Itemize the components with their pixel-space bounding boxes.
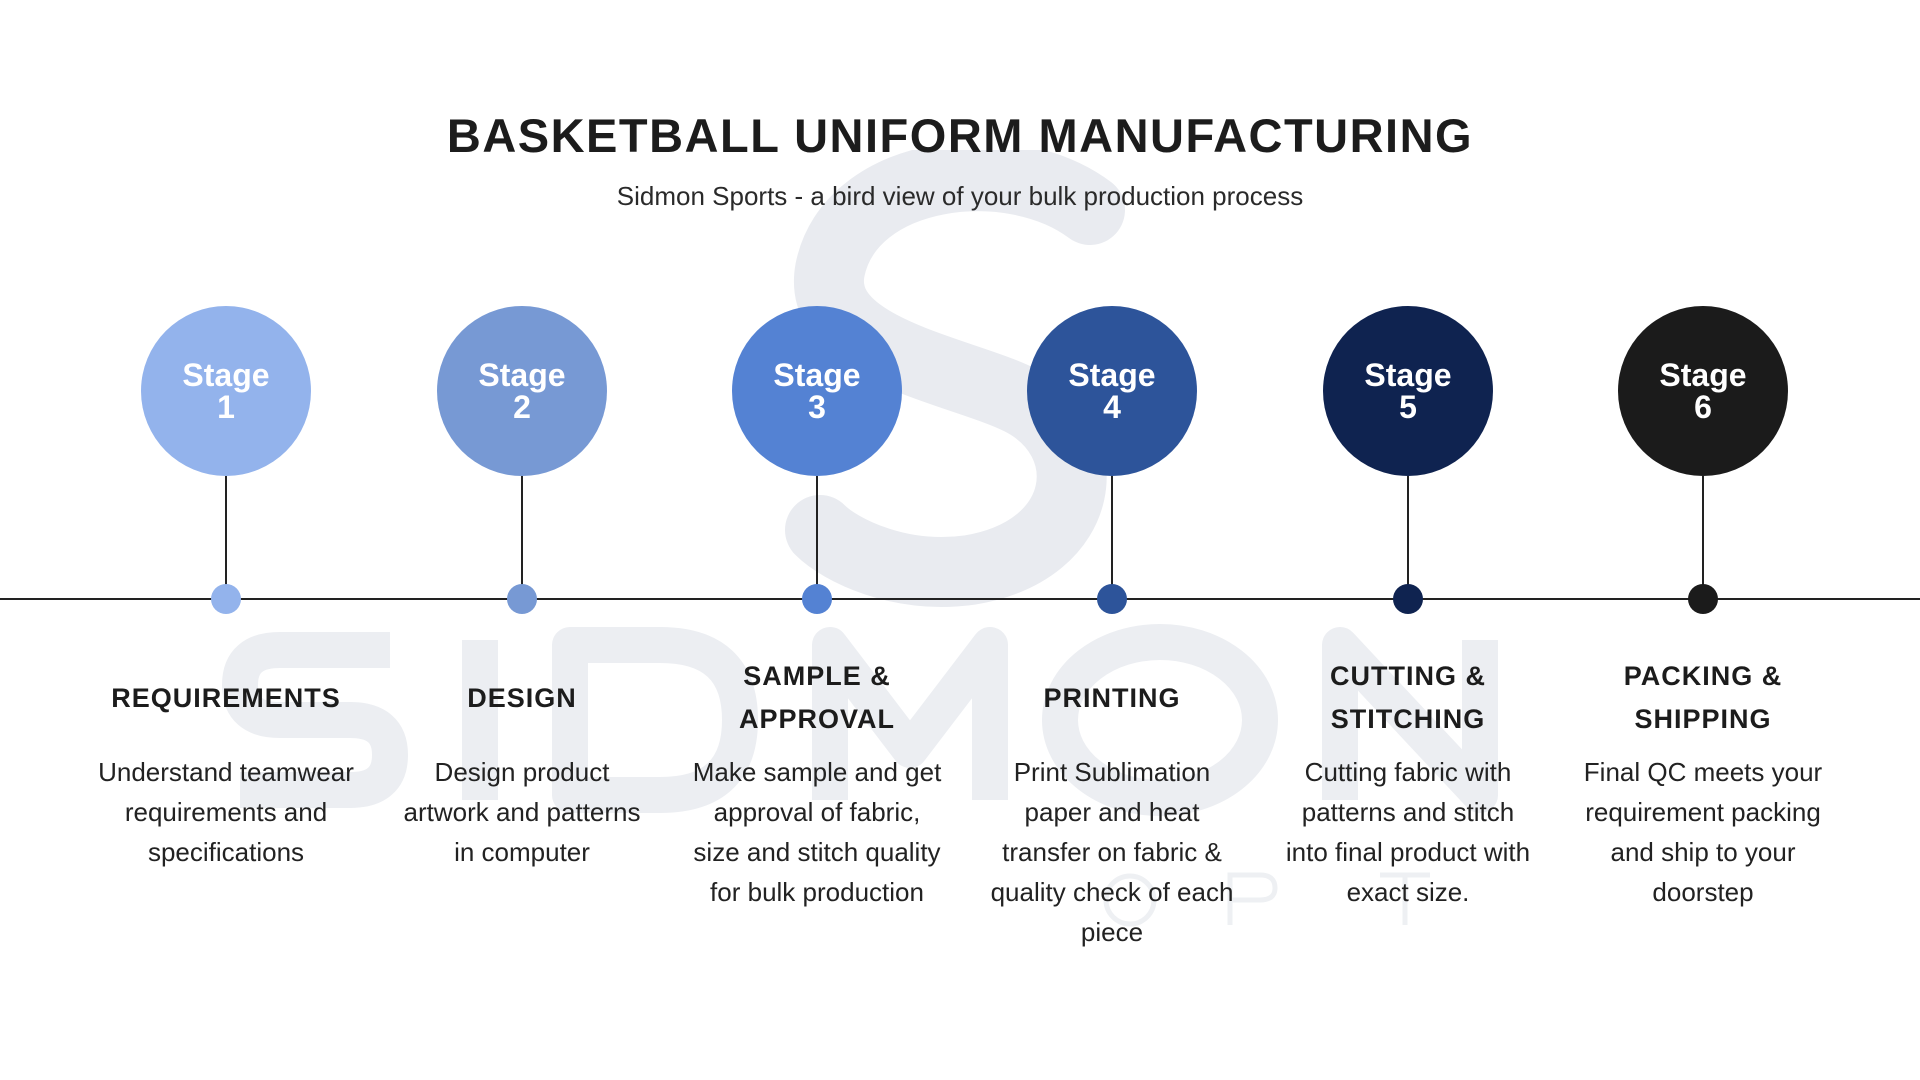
stage-circle: Stage 3 xyxy=(732,306,902,476)
stage-heading: DESIGN xyxy=(372,655,672,741)
timeline-dot xyxy=(802,584,832,614)
stage-1: Stage 1 REQUIREMENTS Understand teamwear… xyxy=(76,0,376,1080)
stage-6: Stage 6 PACKING & SHIPPING Final QC meet… xyxy=(1553,0,1853,1080)
stage-number: 5 xyxy=(1399,389,1417,425)
stage-heading: PACKING & SHIPPING xyxy=(1553,655,1853,741)
timeline-axis xyxy=(0,598,1920,600)
stage-number: 4 xyxy=(1103,389,1121,425)
page-subtitle: Sidmon Sports - a bird view of your bulk… xyxy=(616,181,1304,211)
stage-label: Stage xyxy=(1364,357,1452,393)
timeline-dot xyxy=(211,584,241,614)
stage-connector xyxy=(1702,476,1704,600)
timeline-dot xyxy=(507,584,537,614)
stage-heading-text: CUTTING & STITCHING xyxy=(1330,661,1486,734)
stage-number: 2 xyxy=(513,389,531,425)
stage-4: Stage 4 PRINTING Print Sublimation paper… xyxy=(962,0,1262,1080)
stage-number: 6 xyxy=(1694,389,1712,425)
stage-heading: SAMPLE & APPROVAL xyxy=(667,655,967,741)
stage-description: Understand teamwear requirements and spe… xyxy=(98,757,354,867)
stage-heading-text: PACKING & SHIPPING xyxy=(1623,661,1783,734)
stage-5: Stage 5 CUTTING & STITCHING Cutting fabr… xyxy=(1258,0,1558,1080)
stage-description: Print Sublimation paper and heat transfe… xyxy=(990,757,1234,947)
stage-connector xyxy=(1407,476,1409,600)
stage-connector xyxy=(1111,476,1113,600)
stage-description: Final QC meets your requirement packing … xyxy=(1583,757,1823,907)
stage-description: Cutting fabric with patterns and stitch … xyxy=(1285,757,1531,907)
stage-heading-text: REQUIREMENTS xyxy=(111,682,341,713)
stage-label: Stage xyxy=(478,357,566,393)
stage-heading: CUTTING & STITCHING xyxy=(1258,655,1558,741)
stage-circle: Stage 6 xyxy=(1618,306,1788,476)
stage-heading: REQUIREMENTS xyxy=(76,655,376,741)
stage-heading-text: PRINTING xyxy=(1043,682,1181,713)
stage-circle: Stage 4 xyxy=(1027,306,1197,476)
stage-heading-text: DESIGN xyxy=(467,682,577,713)
timeline-dot xyxy=(1097,584,1127,614)
stage-heading: PRINTING xyxy=(962,655,1262,741)
stage-label: Stage xyxy=(1659,357,1747,393)
stage-2: Stage 2 DESIGN Design product artwork an… xyxy=(372,0,672,1080)
stage-heading-text: SAMPLE & APPROVAL xyxy=(738,661,895,734)
stage-label: Stage xyxy=(773,357,861,393)
stage-description: Design product artwork and patterns in c… xyxy=(403,757,641,867)
page-title: BASKETBALL UNIFORM MANUFACTURING xyxy=(446,109,1474,162)
stage-3: Stage 3 SAMPLE & APPROVAL Make sample an… xyxy=(667,0,967,1080)
stage-circle: Stage 2 xyxy=(437,306,607,476)
stage-connector xyxy=(816,476,818,600)
stage-circle: Stage 1 xyxy=(141,306,311,476)
stage-circle: Stage 5 xyxy=(1323,306,1493,476)
stage-label: Stage xyxy=(1068,357,1156,393)
stage-connector xyxy=(225,476,227,600)
stage-number: 1 xyxy=(217,389,235,425)
stage-connector xyxy=(521,476,523,600)
timeline-dot xyxy=(1688,584,1718,614)
stage-label: Stage xyxy=(182,357,270,393)
timeline-dot xyxy=(1393,584,1423,614)
stage-number: 3 xyxy=(808,389,826,425)
stage-description: Make sample and get approval of fabric, … xyxy=(692,757,942,907)
